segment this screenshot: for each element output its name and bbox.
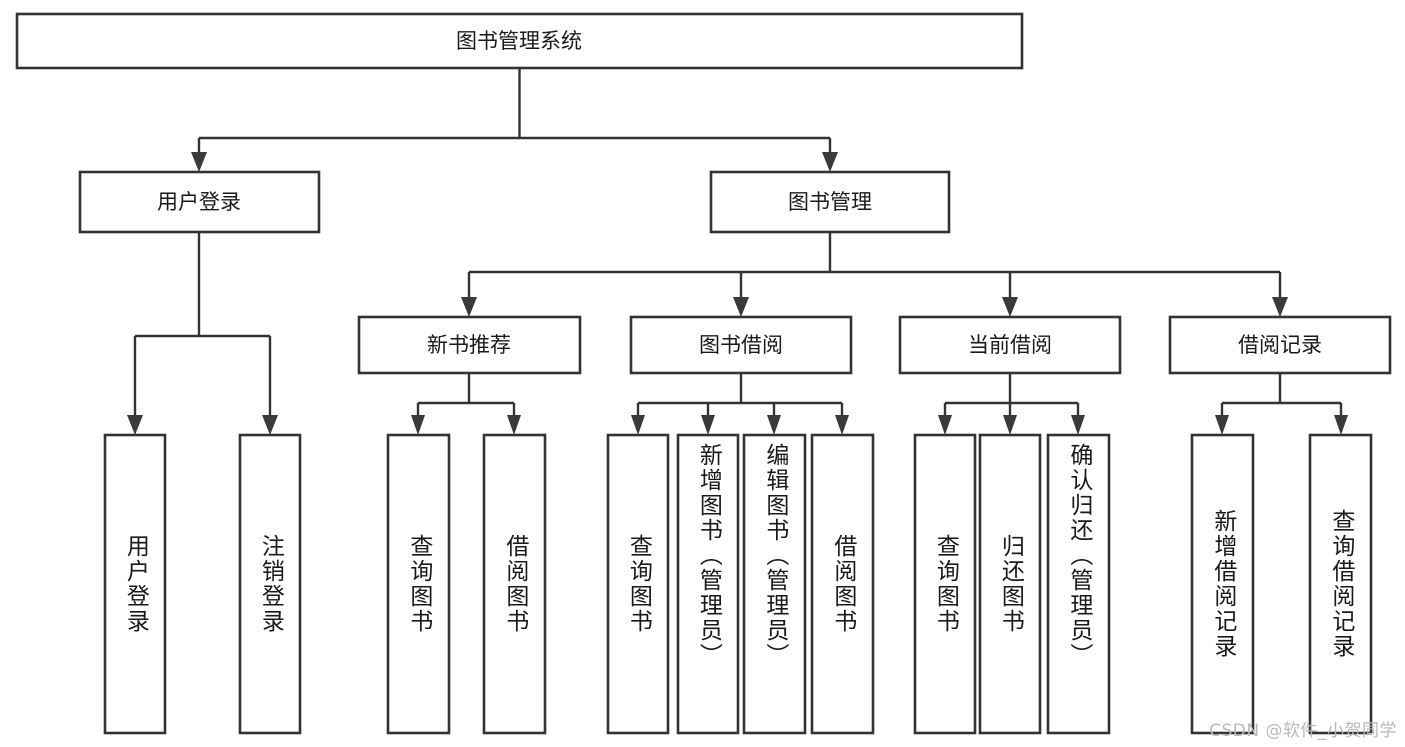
node-user-login[interactable]: 用户登录	[78, 170, 321, 234]
leaf-box-current-borrow-1[interactable]	[913, 433, 977, 735]
arrow-icon-leaf-new-book-2	[507, 415, 521, 435]
leaf-box-borrow-record-1[interactable]	[1190, 433, 1255, 735]
node-book-manage[interactable]: 图书管理	[709, 170, 951, 234]
arrow-icon-current-borrow	[1002, 297, 1018, 317]
arrow-icon-leaf-current-borrow-2	[1003, 415, 1017, 435]
arrow-icon-leaf-book-borrow-2	[701, 415, 715, 435]
watermark-text: CSDN @软件_小贺同学	[1209, 721, 1397, 741]
node-book-borrow[interactable]: 图书借阅	[629, 315, 853, 375]
node-borrow-record-box[interactable]	[1168, 315, 1392, 375]
node-current-borrow[interactable]: 当前借阅	[898, 315, 1122, 375]
node-root-label: 图书管理系统	[456, 29, 582, 53]
arrow-icon-leaf-borrow-record-2	[1334, 415, 1348, 435]
node-borrow-record[interactable]: 借阅记录	[1168, 315, 1392, 375]
node-new-book-recommend-label: 新书推荐	[427, 333, 511, 357]
leaf-box-borrow-record-2[interactable]	[1308, 433, 1373, 735]
leaf-box-current-borrow-2[interactable]	[978, 433, 1042, 735]
node-current-borrow-box[interactable]	[898, 315, 1122, 375]
node-book-manage-box[interactable]	[709, 170, 951, 234]
arrow-icon-borrow-record	[1272, 297, 1288, 317]
arrow-icon-leaf-book-borrow-1	[631, 415, 645, 435]
leaf-box-book-borrow-3[interactable]	[742, 433, 807, 735]
arrow-icon-leaf-book-borrow-3	[767, 415, 781, 435]
node-book-borrow-box[interactable]	[629, 315, 853, 375]
leaf-box-user-login-1[interactable]	[103, 433, 167, 735]
arrow-icon-book-manage	[822, 152, 838, 172]
node-root-box[interactable]	[15, 12, 1024, 70]
leaf-box-book-borrow-2[interactable]	[676, 433, 740, 735]
arrow-icon-leaf-current-borrow-3	[1071, 415, 1085, 435]
node-user-login-label: 用户登录	[157, 190, 241, 214]
arrow-icon-new-book	[461, 297, 477, 317]
leaf-box-group	[103, 433, 1373, 735]
arrow-icon-user-login	[191, 152, 207, 172]
node-user-login-box[interactable]	[78, 170, 321, 234]
leaf-box-current-borrow-3[interactable]	[1046, 433, 1111, 735]
node-borrow-record-label: 借阅记录	[1238, 333, 1322, 357]
arrow-icon-leaf-new-book-1	[411, 415, 425, 435]
leaf-box-book-borrow-4[interactable]	[810, 433, 875, 735]
arrowhead-group	[127, 152, 1348, 435]
leaf-box-new-book-2[interactable]	[482, 433, 547, 735]
arrow-icon-leaf-user-login-1	[127, 415, 143, 435]
node-new-book-recommend-box[interactable]	[357, 315, 582, 375]
node-book-manage-label: 图书管理	[788, 190, 872, 214]
leaf-box-new-book-1[interactable]	[386, 433, 451, 735]
arrow-icon-leaf-borrow-record-1	[1215, 415, 1229, 435]
node-book-borrow-label: 图书借阅	[699, 333, 783, 357]
leaf-box-user-login-2[interactable]	[238, 433, 302, 735]
arrow-icon-book-borrow	[733, 297, 749, 317]
arrow-icon-leaf-book-borrow-4	[835, 415, 849, 435]
arrow-icon-leaf-current-borrow-1	[938, 415, 952, 435]
arrow-icon-leaf-user-login-2	[262, 415, 278, 435]
node-root[interactable]: 图书管理系统	[15, 12, 1024, 70]
node-current-borrow-label: 当前借阅	[968, 333, 1052, 357]
node-new-book-recommend[interactable]: 新书推荐	[357, 315, 582, 375]
leaf-box-book-borrow-1[interactable]	[606, 433, 670, 735]
